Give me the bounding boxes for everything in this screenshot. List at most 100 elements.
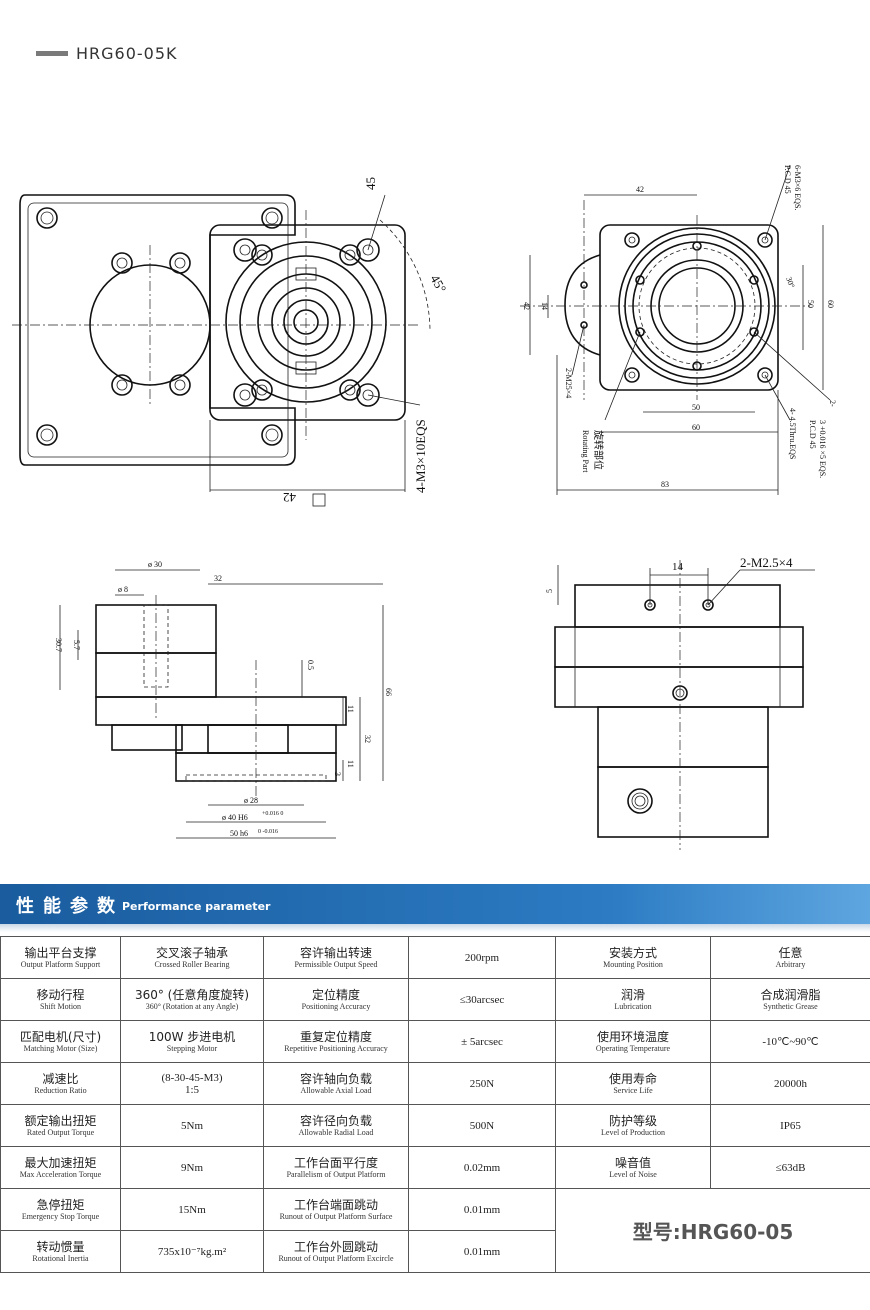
dim-3: 3 [333, 772, 342, 776]
front-view: 14 2-M2.5×4 5 [545, 555, 815, 850]
value-cell: (8-30-45-M3)1:5 [120, 1062, 264, 1105]
dim-phi40-tol: +0.016 0 [262, 811, 283, 817]
dim-pcd-45-a: P.C.D 45 [783, 165, 792, 194]
dim-66: 66 [384, 688, 393, 696]
value-cell: IP65 [710, 1104, 870, 1147]
dim-14-front: 14 [672, 561, 684, 573]
dim-angle-45: 45° [427, 272, 449, 295]
value-cell: 735x10⁻⁷kg.m² [120, 1230, 264, 1273]
dim-m25x4-front: 2-M2.5×4 [740, 555, 793, 570]
technical-drawing: 45 45° 4-M3×10EQS 42 [12, 164, 837, 850]
value-cell: 20000h [710, 1062, 870, 1105]
performance-title-en: Performance parameter [122, 900, 271, 913]
value-cell: ≤63dB [710, 1146, 870, 1189]
label-rotating-cn: 旋转部位 [592, 430, 605, 470]
dim-11-b: 11 [346, 760, 355, 768]
performance-title-cn: 性能参数 [16, 896, 124, 917]
model-label: 型号:HRG60-05 [632, 1220, 794, 1244]
side-section-view: ø 30 ø 8 32 30.7 5.7 0.5 66 11 32 11 3 ø… [54, 560, 393, 839]
value-cell: 0.02mm [408, 1146, 556, 1189]
value-cell: 0.01mm [408, 1188, 556, 1231]
dim-32-side: 32 [363, 735, 372, 743]
performance-header: 性能参数 Performance parameter [0, 884, 870, 924]
dim-11-a: 11 [346, 705, 355, 713]
dim-sq42: 42 [283, 490, 296, 505]
dim-phi50-tol: 0 -0.016 [258, 829, 278, 835]
value-cell: 9Nm [120, 1146, 264, 1189]
param-cell: 匹配电机(尺寸)Matching Motor (Size) [0, 1020, 121, 1063]
value-cell: 200rpm [408, 936, 556, 979]
dim-5: 5 [545, 589, 554, 593]
dim-60-bottom: 60 [692, 423, 700, 432]
dim-50-right: 50 [806, 300, 815, 308]
model-cell: 型号:HRG60-05 [555, 1188, 870, 1273]
dim-phi28: ø 28 [244, 796, 258, 805]
dim-83: 83 [661, 480, 669, 489]
heading-dash [36, 51, 68, 56]
model-heading: HRG60-05K [36, 44, 178, 63]
dim-5-7: 5.7 [72, 640, 81, 650]
value-cell: -10℃~90℃ [710, 1020, 870, 1063]
right-top-view: 42 6-M3×6 EQS. P.C.D 45 30° 50 60 14 42 … [520, 164, 837, 495]
value-cell: ± 5arcsec [408, 1020, 556, 1063]
value-cell: 0.01mm [408, 1230, 556, 1273]
value-cell: 5Nm [120, 1104, 264, 1147]
dim-42-top: 42 [636, 185, 644, 194]
value-cell: ≤30arcsec [408, 978, 556, 1021]
dim-14-left: 14 [540, 302, 549, 310]
dim-0-5: 0.5 [306, 660, 315, 670]
dim-m25x4: 2-M25×4 [564, 368, 573, 398]
dim-pcd-45-b: P.C.D 45 [808, 420, 817, 449]
value-cell: 250N [408, 1062, 556, 1105]
value-cell: 360° (任意角度旋转)360° (Rotation at any Angle… [120, 978, 264, 1021]
dim-m3x10: 4-M3×10EQS [413, 419, 428, 493]
dim-50-bottom: 50 [692, 403, 700, 412]
dim-2-3: 2- [828, 400, 837, 407]
value-cell: 500N [408, 1104, 556, 1147]
model-title: HRG60-05K [76, 44, 178, 63]
dim-60-right: 60 [826, 300, 835, 308]
dim-6m3: 6-M3×6 EQS. [793, 165, 802, 210]
dim-30-7: 30.7 [54, 638, 63, 652]
dim-30deg: 30° [784, 276, 796, 290]
dim-45-top: 45 [363, 177, 378, 190]
dim-phi40: ø 40 H6 [222, 813, 248, 822]
dim-42-left: 42 [522, 302, 531, 310]
header-shadow [0, 924, 870, 932]
top-view: 45 45° 4-M3×10EQS 42 [12, 177, 449, 507]
dim-3-eqs: 3 +0.016 ×5 EQS. [818, 420, 827, 478]
value-cell: 15Nm [120, 1188, 264, 1231]
